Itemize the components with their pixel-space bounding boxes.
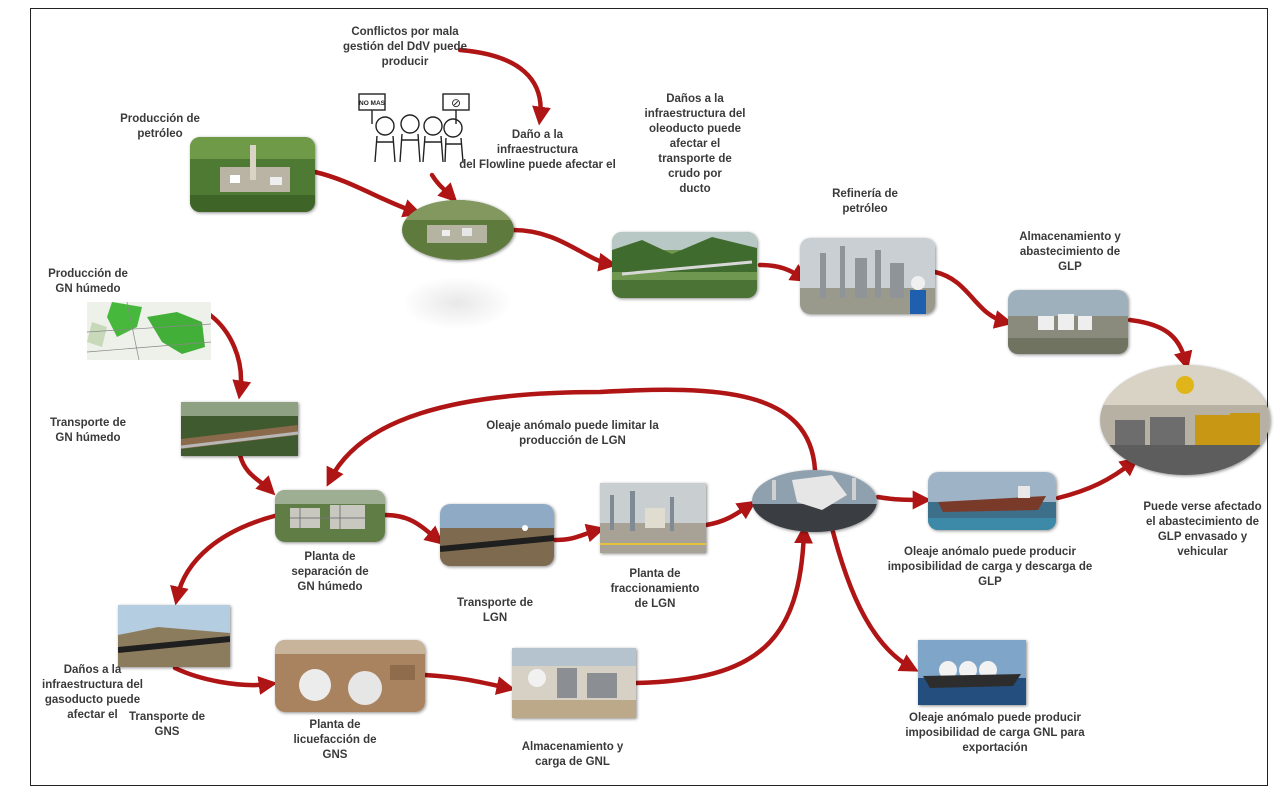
arrow-lgn-to-fraction [552,523,606,543]
label-transporte-gn: Transporte de GN húmedo [49,417,127,444]
label-planta-separacion: Planta de separación de GN húmedo [291,551,369,593]
arrow-storage-to-station [1127,317,1193,371]
label-oleaje-lgn: Oleaje anómalo puede limitar la producci… [486,420,659,447]
svg-text:NO MAS: NO MAS [359,100,386,107]
arrow-gn-prod-to-transport [207,312,252,400]
protest-cartoon: NO MAS ⊘ [355,90,475,168]
arrow-port-to-separation [326,387,818,487]
label-danos-gasoducto: Daños a la infraestructura del gasoducto… [42,664,143,721]
svg-text:⊘: ⊘ [451,96,461,110]
gas-station-photo [1100,365,1270,475]
arrow-liquefaction-to-storage [422,672,516,695]
arrow-port-to-glp-ship [875,490,932,510]
oleoducto-photo [612,232,757,298]
label-planta-fraccionamiento: Planta de fraccionamiento de LGN [610,568,700,610]
arrow-oleoducto-to-refinery [757,262,810,282]
faded-placeholder [405,278,510,328]
oil-production-photo [190,137,315,212]
label-dano-oleoducto: Daños a la infraestructura del oleoducto… [644,93,746,195]
arrow-production-to-flowline [312,169,423,218]
lgn-transport-photo [440,504,554,566]
arrow-separation-to-gns [170,512,281,606]
arrow-people-to-flowline [429,172,458,203]
arrow-glp-ship-to-station [1055,457,1139,501]
port-photo [752,470,877,532]
label-oleaje-gnl: Oleaje anómalo puede producir imposibili… [905,712,1085,754]
arrow-separation-to-lgn [382,512,444,545]
label-planta-licuefaccion: Planta de licuefacción de GNS [293,719,377,761]
label-almacenamiento-glp: Almacenamiento y abastecimiento de GLP [1019,231,1121,273]
label-produccion-petroleo: Producción de petróleo [120,113,200,140]
liquefaction-plant-photo [275,640,425,712]
arrow-fraction-to-port [703,500,757,528]
gn-transport-photo [181,402,298,456]
gnl-ship-photo [918,640,1026,705]
label-almacenamiento-gnl: Almacenamiento y carga de GNL [521,741,624,768]
gns-transport-photo [118,605,230,667]
refinery-photo [800,238,935,314]
glp-storage-photo [1008,290,1128,354]
label-dano-flowline: Daño a la infraestructura del Flowline p… [459,129,616,171]
arrow-storage-to-port [633,524,814,686]
arrow-flowline-to-oleoducto [510,227,618,272]
label-transporte-gns: Transporte de GNS [128,711,206,738]
arrow-gns-to-liquefaction [172,665,278,695]
fractionation-plant-photo [600,483,706,553]
glp-ship-photo [928,472,1056,530]
label-puede-verse: Puede verse afectado el abastecimiento d… [1143,501,1262,558]
diagram-frame [30,8,1268,786]
gn-map-image [87,302,211,360]
arrow-refinery-to-storage [932,269,1014,329]
arrow-transport-to-separation [237,452,276,496]
label-conflictos: Conflictos por mala gestión del DdV pued… [343,26,467,68]
gnl-storage-photo [512,648,636,718]
separation-plant-photo [275,490,385,542]
label-oleaje-glp: Oleaje anómalo puede producir imposibili… [887,546,1093,588]
label-produccion-gn: Producción de GN húmedo [48,268,128,295]
label-transporte-lgn: Transporte de LGN [456,597,534,624]
flowline-photo [402,200,514,260]
arrow-conflicts-to-flowline [457,47,551,126]
label-refineria: Refinería de petróleo [832,188,898,215]
